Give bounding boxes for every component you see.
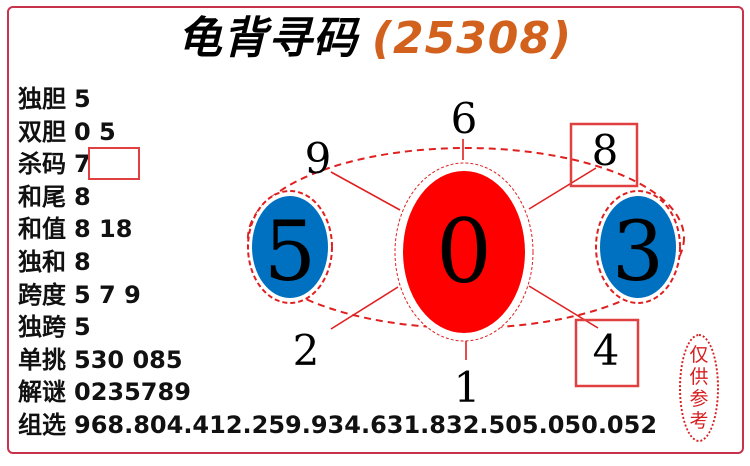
row-label: 和值: [18, 215, 66, 244]
for-reference-only-stamp: 仅 供 参 考: [679, 334, 719, 442]
info-row-single-pick: 单挑 530 085: [18, 344, 657, 377]
left-digit: 5: [264, 205, 316, 300]
row-label: 独和: [18, 247, 66, 276]
center-digit: 0: [436, 200, 492, 303]
info-row-single-dan: 独胆 5: [18, 83, 657, 116]
row-label: 和尾: [18, 182, 66, 211]
bottom-right-highlight-box: [574, 318, 640, 388]
row-label: 组选: [18, 410, 66, 439]
row-value: 5 7 9: [74, 280, 141, 309]
row-value: 8: [74, 182, 91, 211]
outer-frame: [7, 6, 744, 454]
row-label: 独跨: [18, 313, 66, 342]
row-value: 530 085: [74, 345, 183, 374]
info-row-group-select: 组选 968.804.412.259.934.631.832.505.050.05…: [18, 409, 657, 442]
row-label: 独胆: [18, 85, 66, 113]
bottom-left-digit: 2: [293, 326, 320, 375]
stamp-char: 供: [689, 366, 709, 388]
top-digit: 6: [451, 94, 478, 143]
info-row-sum-value: 和值 8 18: [18, 213, 657, 246]
row-label: 双胆: [18, 117, 66, 146]
stamp-char: 参: [689, 388, 709, 410]
row-value: 5: [74, 85, 91, 113]
row-label: 杀码: [18, 150, 66, 179]
row-value: 8 18: [74, 215, 133, 244]
page-title: 龟背寻码 (25308): [0, 8, 750, 70]
stamp-char: 仅: [689, 344, 709, 366]
info-row-sum-tail: 和尾 8: [18, 181, 657, 214]
right-digit: 3: [612, 205, 664, 300]
center-ball: [403, 171, 525, 333]
row-label: 跨度: [18, 280, 66, 309]
top-right-digit: 8: [592, 126, 619, 175]
row-label: 解谜: [18, 378, 66, 407]
right-ball: [600, 196, 676, 298]
kill-code-highlight-box: [88, 147, 140, 180]
row-value: 0235789: [74, 378, 191, 407]
info-row-riddle: 解谜 0235789: [18, 376, 657, 409]
row-value: 968.804.412.259.934.631.832.505.050.052: [74, 410, 658, 439]
spokes: [330, 139, 599, 360]
info-row-single-span: 独跨 5: [18, 311, 657, 344]
left-ball: [252, 196, 328, 298]
stamp-char: 考: [689, 410, 709, 432]
row-label: 单挑: [18, 345, 66, 374]
row-value: 7: [74, 150, 91, 179]
info-row-kill-code: 杀码 7: [18, 148, 657, 181]
top-left-digit: 9: [305, 134, 332, 183]
row-value: 5: [74, 313, 91, 342]
bottom-right-digit: 4: [593, 326, 620, 375]
info-row-double-dan: 双胆 0 5: [18, 116, 657, 149]
issue-number: (25308): [371, 13, 573, 64]
title-main: 龟背寻码: [177, 13, 358, 64]
info-list: 独胆 5 双胆 0 5 杀码 7 和尾 8 和值 8 18 独和 8 跨度 5 7 9 独跨 5…: [18, 83, 657, 442]
row-value: 0 5: [74, 117, 116, 146]
top-right-highlight-box: [569, 122, 639, 188]
info-row-span: 跨度 5 7 9: [18, 279, 657, 312]
info-row-single-sum: 独和 8: [18, 246, 657, 279]
row-value: 8: [74, 247, 91, 276]
bottom-digit: 1: [454, 363, 481, 412]
